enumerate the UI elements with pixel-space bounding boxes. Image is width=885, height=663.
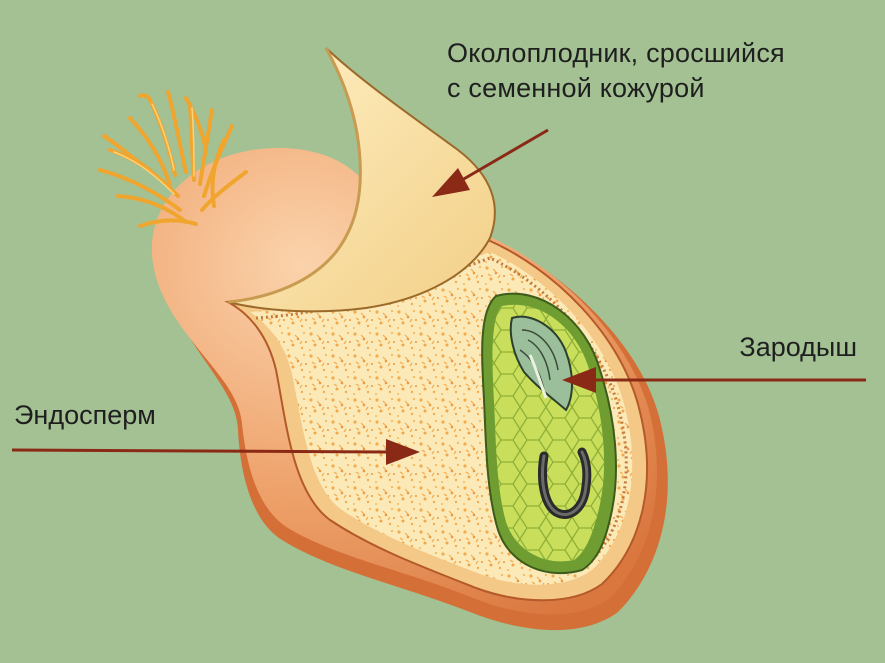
label-embryo: Зародыш: [739, 330, 857, 365]
label-endosperm: Эндосперм: [14, 398, 156, 433]
label-pericarp-line1: Околоплодник, сросшийся: [447, 36, 785, 71]
label-pericarp: Околоплодник, сросшийся с семенной кожур…: [447, 36, 785, 106]
label-pericarp-line2: с семенной кожурой: [447, 71, 785, 106]
